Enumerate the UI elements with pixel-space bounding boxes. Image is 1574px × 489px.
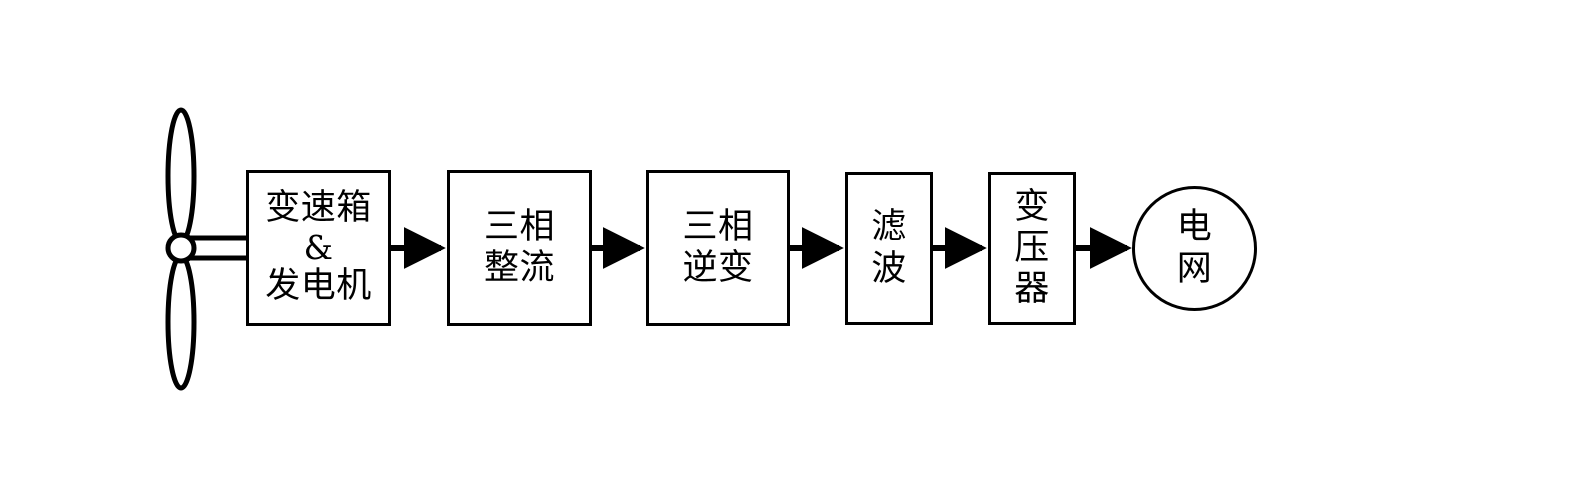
turbine-hub: [165, 232, 197, 264]
node-three-phase-inverter-line-1: 三相: [682, 206, 754, 247]
node-gearbox-generator-line-2: &: [303, 227, 334, 267]
node-power-grid-line-1: 电: [1176, 207, 1213, 248]
wind-turbine-svg: [165, 107, 254, 391]
node-filter[interactable]: 滤 波: [845, 172, 933, 325]
node-three-phase-rectifier-line-2: 整流: [483, 248, 555, 288]
node-filter-line-2: 波: [871, 248, 907, 289]
node-power-grid[interactable]: 电 网: [1132, 186, 1257, 311]
node-transformer-line-2: 压: [1014, 227, 1050, 268]
node-filter-line-1: 滤: [871, 207, 907, 248]
node-gearbox-generator-line-1: 变速箱: [265, 188, 372, 229]
node-transformer-line-1: 变: [1014, 186, 1050, 227]
node-gearbox-generator[interactable]: 变速箱 & 发电机: [246, 170, 391, 326]
node-three-phase-inverter[interactable]: 三相 逆变: [646, 170, 790, 326]
node-three-phase-rectifier[interactable]: 三相 整流: [447, 170, 592, 326]
node-transformer[interactable]: 变 压 器: [988, 172, 1076, 325]
node-gearbox-generator-line-3: 发电机: [265, 266, 372, 307]
node-three-phase-rectifier-line-1: 三相: [483, 206, 555, 247]
node-three-phase-inverter-line-2: 逆变: [682, 248, 754, 288]
wind-turbine-icon: [150, 100, 270, 400]
node-power-grid-line-2: 网: [1176, 248, 1213, 289]
node-transformer-line-3: 器: [1014, 269, 1050, 310]
